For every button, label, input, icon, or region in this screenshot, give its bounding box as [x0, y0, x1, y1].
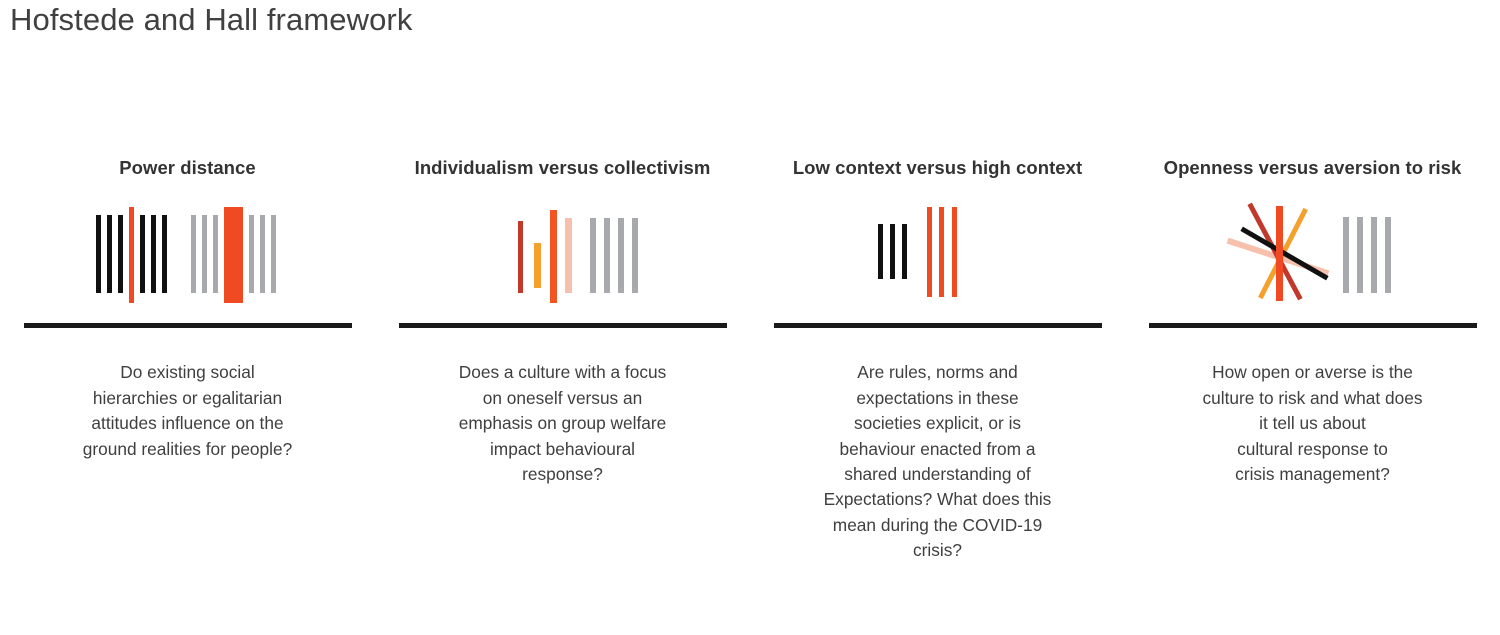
bar-gray-1 — [589, 218, 596, 294]
bar-gray-3 — [212, 215, 218, 294]
column-body-text: Are rules, norms and expectations in the… — [823, 362, 1052, 561]
bar-orange-thick — [223, 207, 243, 304]
bar-black-3 — [901, 224, 907, 280]
bar-black-1 — [95, 215, 101, 294]
bar-black-3 — [117, 215, 123, 294]
bar-black-6 — [161, 215, 167, 294]
bar-gray-4 — [631, 218, 638, 294]
bar-orange-thin — [128, 207, 134, 304]
bar-orange-3 — [951, 207, 957, 298]
column-heading: Power distance — [119, 157, 256, 178]
column-heading: Low context versus high context — [792, 157, 1083, 178]
bar-group-black-orange-icon — [838, 199, 1038, 309]
column-power-distance: Power distance Do e — [0, 155, 375, 564]
bar-gray-1 — [190, 215, 196, 294]
bar-group-black-gray-icon — [88, 199, 288, 309]
bar-black-1 — [877, 224, 883, 280]
bar-gray-1 — [1342, 217, 1349, 294]
bar-group-warm-gray-icon — [463, 199, 663, 309]
bar-brick — [517, 221, 523, 294]
column-heading: Individualism versus collectivism — [414, 157, 711, 178]
bar-gray-2 — [201, 215, 207, 294]
bar-pink — [564, 218, 572, 294]
bar-orange-tall — [549, 210, 557, 304]
bar-black-4 — [139, 215, 145, 294]
bar-gray-4 — [1384, 217, 1391, 294]
column-divider — [773, 323, 1102, 329]
bar-black-2 — [889, 224, 895, 280]
column-individualism-versus-collectivism: Individualism versus collectivism Does a… — [375, 155, 750, 564]
bar-orange-1 — [926, 207, 932, 298]
bar-gray-4 — [248, 215, 254, 294]
line-orange-vertical — [1275, 206, 1283, 302]
bar-black-2 — [106, 215, 112, 294]
bar-gray-5 — [259, 215, 265, 294]
column-low-context-versus-high-context: Low context versus high context Are rule… — [750, 155, 1125, 564]
bar-gray-3 — [617, 218, 624, 294]
bar-gray-3 — [1370, 217, 1377, 294]
icon-individualism-versus-collectivism — [413, 189, 713, 319]
column-divider — [1148, 323, 1477, 329]
bar-black-5 — [150, 215, 156, 294]
crossed-lines-gray-bars-icon — [1213, 199, 1413, 309]
column-body-text: Does a culture with a focus on oneself v… — [458, 362, 667, 484]
icon-openness-versus-aversion-to-risk — [1163, 189, 1463, 319]
bar-gray-2 — [603, 218, 610, 294]
bar-orange-2 — [938, 207, 944, 298]
column-divider — [23, 323, 352, 329]
column-body-text: Do existing social hierarchies or egalit… — [82, 362, 293, 459]
bar-gray-2 — [1356, 217, 1363, 294]
column-openness-versus-aversion-to-risk: Openness versus aversion to risk — [1125, 155, 1500, 564]
icon-power-distance — [38, 189, 338, 319]
page-title: Hofstede and Hall framework — [10, 2, 413, 37]
column-body-text: How open or averse is the culture to ris… — [1202, 362, 1423, 484]
bar-amber-short — [533, 243, 541, 289]
icon-low-context-versus-high-context — [788, 189, 1088, 319]
bar-gray-6 — [270, 215, 276, 294]
column-heading: Openness versus aversion to risk — [1163, 157, 1462, 178]
column-divider — [398, 323, 727, 329]
framework-columns: Power distance Do e — [0, 155, 1500, 564]
